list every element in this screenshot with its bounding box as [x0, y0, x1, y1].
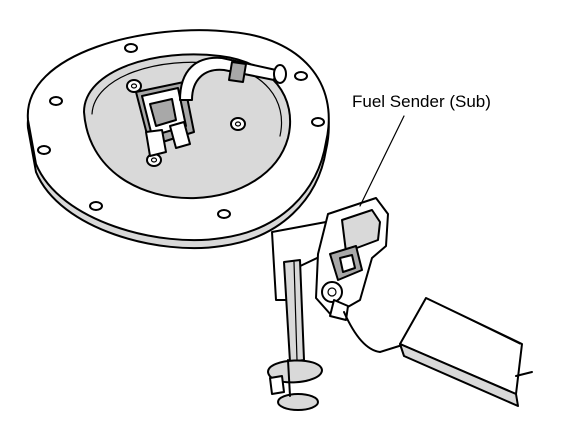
pump-support-rod	[267, 221, 335, 411]
callout-leader-line	[359, 115, 405, 207]
float-arm-wire	[343, 311, 413, 353]
fuel-sender-unit	[315, 197, 389, 321]
float	[399, 297, 533, 407]
bolt-hole	[124, 43, 138, 53]
bolt-hole	[294, 71, 308, 81]
bolt-hole	[89, 201, 103, 211]
bolt-hole	[311, 117, 325, 127]
bolt-hole	[49, 96, 63, 106]
bolt-hole	[37, 145, 51, 155]
fuel-outlet-pipe	[179, 56, 287, 101]
fuel-sender-callout-label: Fuel Sender (Sub)	[352, 92, 491, 111]
bolt-hole	[217, 209, 231, 219]
float-arm-pivot	[321, 281, 343, 303]
flange-bolt-holes	[37, 43, 325, 219]
